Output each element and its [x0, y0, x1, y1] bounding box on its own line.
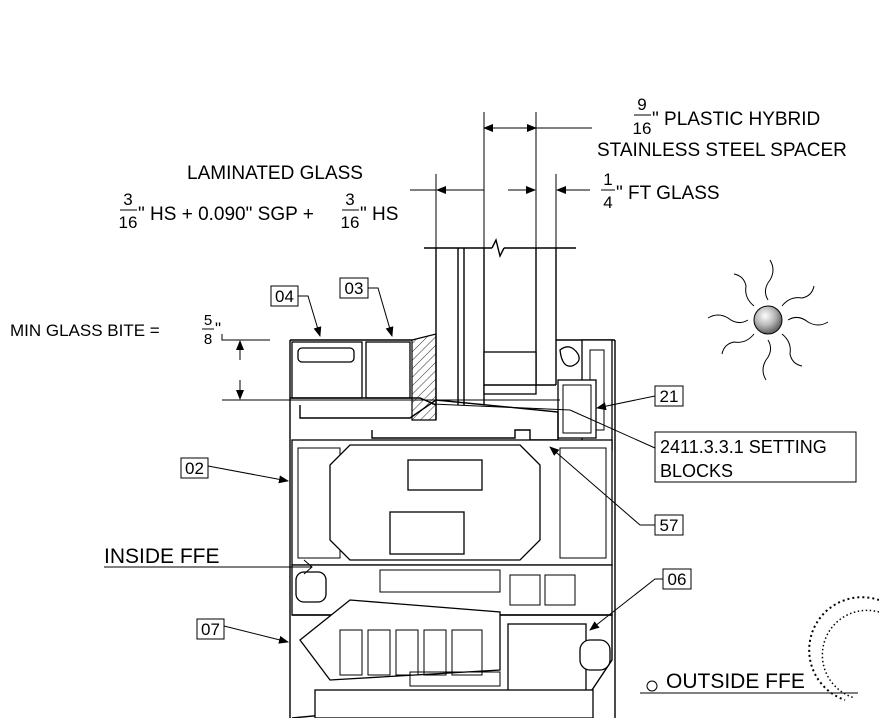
svg-text:5: 5	[204, 312, 212, 329]
svg-text:": "	[215, 319, 221, 338]
sun-icon	[707, 259, 829, 381]
lam-frac1-den: 16	[119, 213, 138, 232]
ft-frac-den: 4	[603, 193, 612, 212]
svg-text:03: 03	[345, 279, 364, 298]
svg-text:INSIDE FFE: INSIDE FFE	[104, 545, 220, 568]
svg-text:02: 02	[185, 459, 204, 478]
svg-text:8: 8	[204, 331, 212, 348]
spacer-line1: " PLASTIC HYBRID	[652, 109, 820, 130]
inside-ffe-label: INSIDE FFE	[104, 545, 313, 575]
callout-57: 57	[549, 446, 684, 536]
min-glass-bite-label: MIN GLASS BITE = 5 8 "	[10, 312, 560, 401]
ft-text: " FT GLASS	[616, 183, 720, 204]
spacer-label: 9 16 " PLASTIC HYBRID STAINLESS STEEL SP…	[597, 95, 847, 161]
setting-block-21	[557, 379, 597, 439]
lam-frac1-num: 3	[123, 190, 132, 209]
glazing-hatch	[411, 333, 437, 421]
callout-06: 06	[589, 568, 692, 631]
ft-frac-num: 1	[603, 170, 612, 189]
glass-unit	[424, 237, 576, 420]
svg-text:OUTSIDE FFE: OUTSIDE FFE	[666, 670, 805, 693]
svg-text:MIN GLASS BITE =: MIN GLASS BITE =	[10, 321, 160, 340]
setting-blocks-label: 2411.3.3.1 SETTING BLOCKS	[431, 403, 857, 483]
ft-glass-label: 1 4 " FT GLASS	[601, 170, 720, 212]
spacer-bar	[483, 351, 537, 395]
spacer-frac-num: 9	[637, 95, 646, 114]
dimension-lines	[410, 112, 592, 248]
laminated-title: LAMINATED GLASS	[187, 163, 363, 184]
laminated-glass-label: LAMINATED GLASS 3 16 " HS + 0.090" SGP +…	[119, 163, 399, 232]
svg-text:07: 07	[201, 620, 220, 639]
callout-02: 02	[180, 457, 289, 484]
spacer-line2: STAINLESS STEEL SPACER	[597, 140, 847, 161]
svg-text:06: 06	[668, 570, 687, 589]
svg-text:BLOCKS: BLOCKS	[660, 461, 733, 481]
callout-04: 04	[270, 285, 322, 337]
lam-frac2-den: 16	[341, 213, 360, 232]
callout-07: 07	[196, 618, 289, 644]
lam-middle: " HS + 0.090" SGP +	[138, 204, 314, 225]
lam-frac2-num: 3	[345, 190, 354, 209]
spacer-frac-den: 16	[633, 119, 652, 138]
callout-21: 21	[596, 385, 684, 411]
svg-text:2411.3.3.1 SETTING: 2411.3.3.1 SETTING	[660, 437, 827, 457]
callout-03: 03	[339, 277, 394, 337]
seal-stamp	[808, 596, 879, 701]
frame-profile	[289, 339, 616, 718]
glazing-bead-03	[365, 341, 411, 399]
svg-text:04: 04	[275, 287, 294, 306]
svg-text:57: 57	[660, 516, 679, 535]
svg-text:21: 21	[660, 387, 679, 406]
outside-ffe-label: OUTSIDE FFE	[640, 670, 858, 694]
lam-end: " HS	[360, 204, 398, 225]
